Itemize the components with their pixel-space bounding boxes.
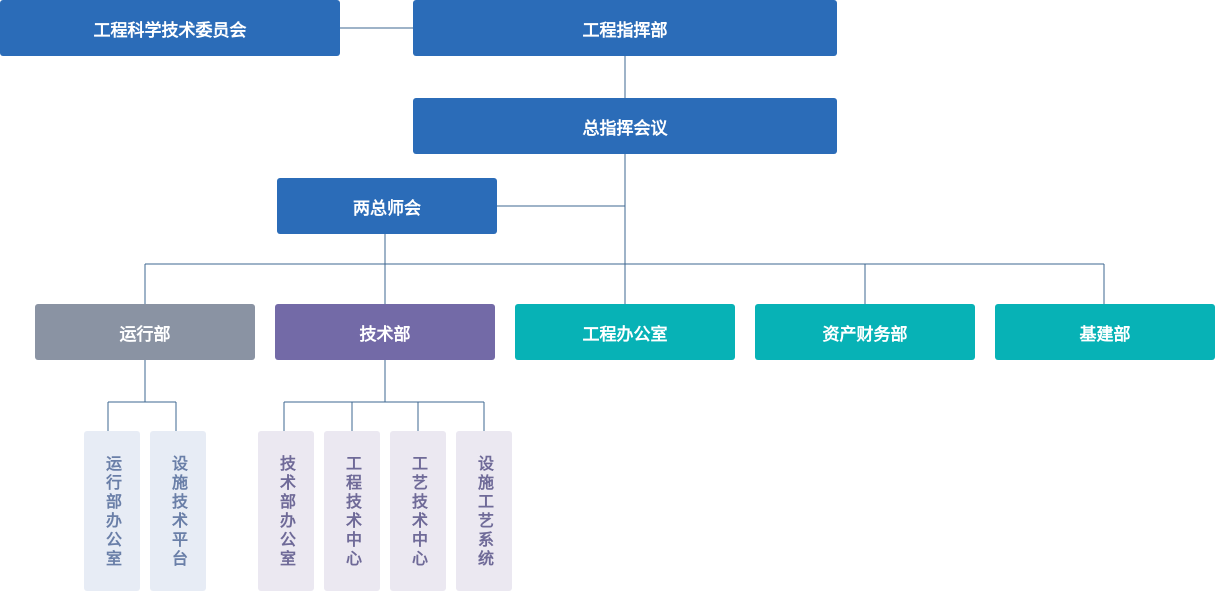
committee-box: 工程科学技术委员会 xyxy=(0,0,340,56)
unit-label: 技术部办公室 xyxy=(277,455,296,569)
chiefs-label: 两总师会 xyxy=(353,198,421,219)
unit-label: 运行部办公室 xyxy=(103,455,122,569)
dept-engineering-office: 工程办公室 xyxy=(515,304,735,360)
meeting-box: 总指挥会议 xyxy=(413,98,837,154)
command-box: 工程指挥部 xyxy=(413,0,837,56)
tech-unit-office: 技术部办公室 xyxy=(258,431,314,591)
tech-unit-process-center: 工艺技术中心 xyxy=(390,431,446,591)
unit-label: 工程技术中心 xyxy=(343,455,362,569)
dept-label: 技术部 xyxy=(359,324,411,345)
dept-asset-finance: 资产财务部 xyxy=(755,304,975,360)
dept-technical: 技术部 xyxy=(275,304,495,360)
ops-unit-office: 运行部办公室 xyxy=(84,431,140,591)
command-label: 工程指挥部 xyxy=(582,20,668,41)
committee-label: 工程科学技术委员会 xyxy=(93,20,247,41)
unit-label: 设施工艺系统 xyxy=(475,455,494,569)
tech-unit-engineering-center: 工程技术中心 xyxy=(324,431,380,591)
dept-label: 运行部 xyxy=(119,324,171,345)
tech-unit-process-system: 设施工艺系统 xyxy=(456,431,512,591)
unit-label: 工艺技术中心 xyxy=(409,455,428,569)
dept-label: 基建部 xyxy=(1079,324,1131,345)
dept-label: 资产财务部 xyxy=(822,324,908,345)
dept-label: 工程办公室 xyxy=(582,324,668,345)
unit-label: 设施技术平台 xyxy=(169,455,188,569)
dept-construction: 基建部 xyxy=(995,304,1215,360)
dept-operations: 运行部 xyxy=(35,304,255,360)
chiefs-box: 两总师会 xyxy=(277,178,497,234)
ops-unit-platform: 设施技术平台 xyxy=(150,431,206,591)
meeting-label: 总指挥会议 xyxy=(582,118,668,139)
